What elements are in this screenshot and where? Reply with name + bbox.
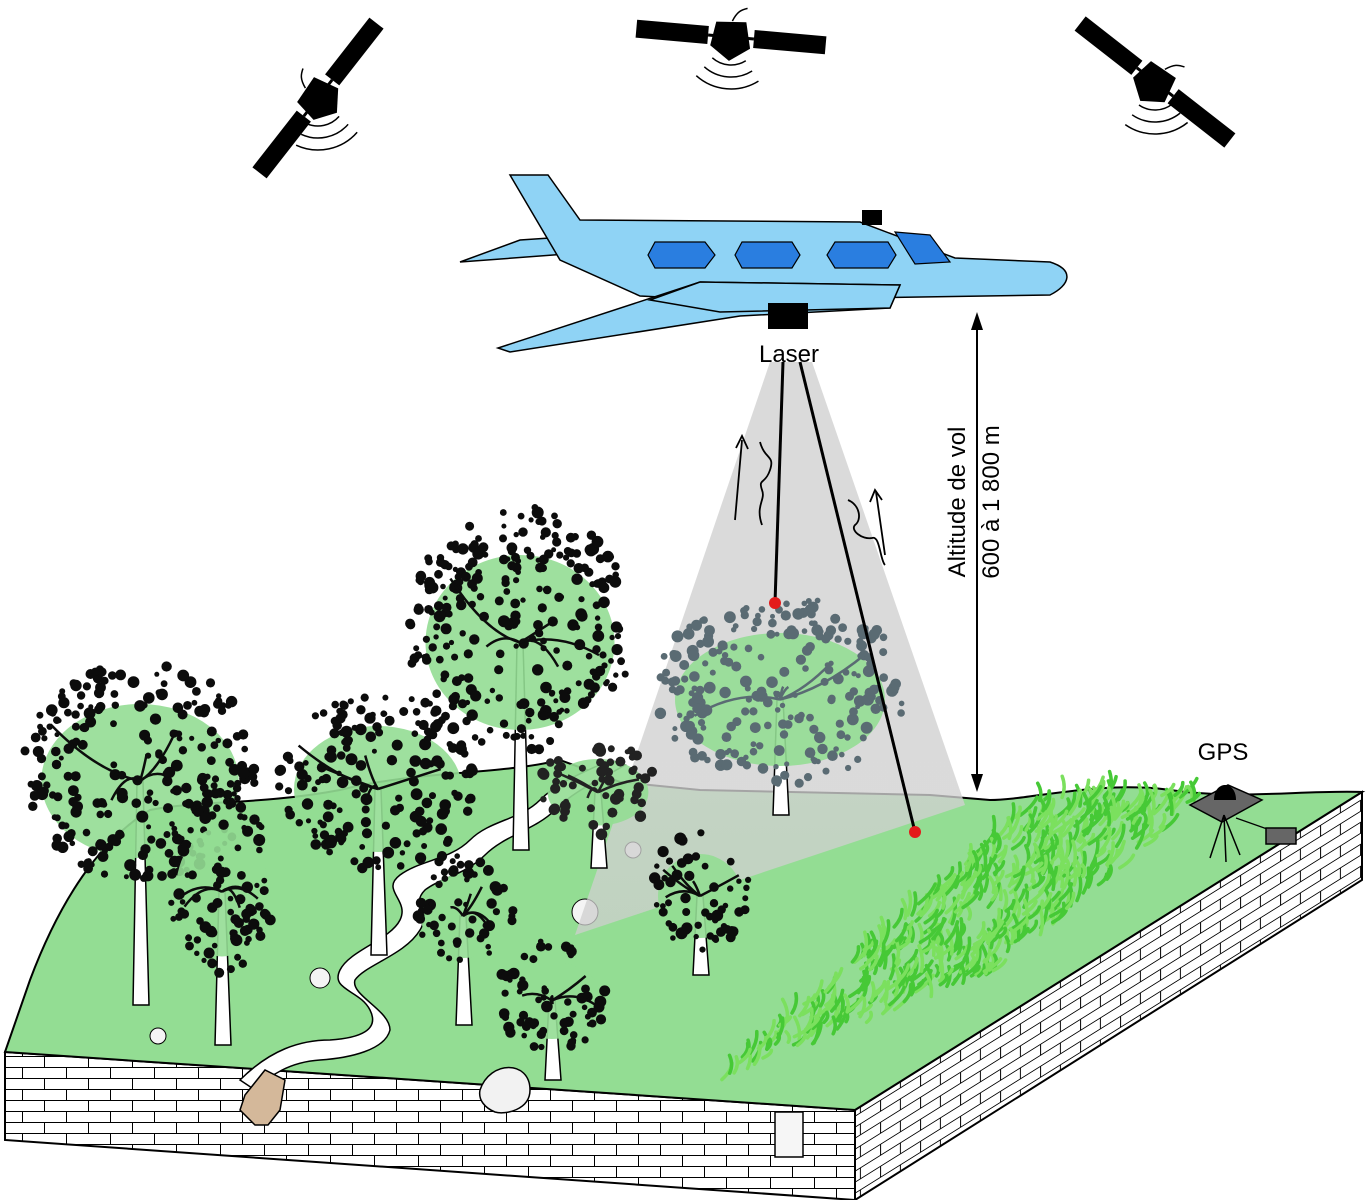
- airplane-window: [827, 242, 896, 268]
- laser-label: Laser: [759, 341, 819, 368]
- satellite-icon: [1043, 0, 1248, 188]
- airplane-window: [648, 242, 715, 268]
- pulse-point-canopy: [769, 597, 781, 609]
- satellites: [236, 0, 1248, 210]
- gps-label: GPS: [1198, 739, 1249, 766]
- gps-receiver-icon: [1266, 828, 1296, 844]
- pulse-point-ground: [909, 826, 921, 838]
- gps-antenna-icon: [862, 210, 882, 225]
- altitude-label: Altitude de vol: [944, 427, 971, 578]
- airplane-window: [735, 242, 800, 268]
- rock-core-sample: [775, 1112, 803, 1157]
- laser-scanner-icon: [768, 303, 808, 329]
- satellite-icon: [236, 5, 424, 210]
- altitude-range-label: 600 à 1 800 m: [978, 425, 1005, 578]
- satellite-icon: [632, 0, 828, 97]
